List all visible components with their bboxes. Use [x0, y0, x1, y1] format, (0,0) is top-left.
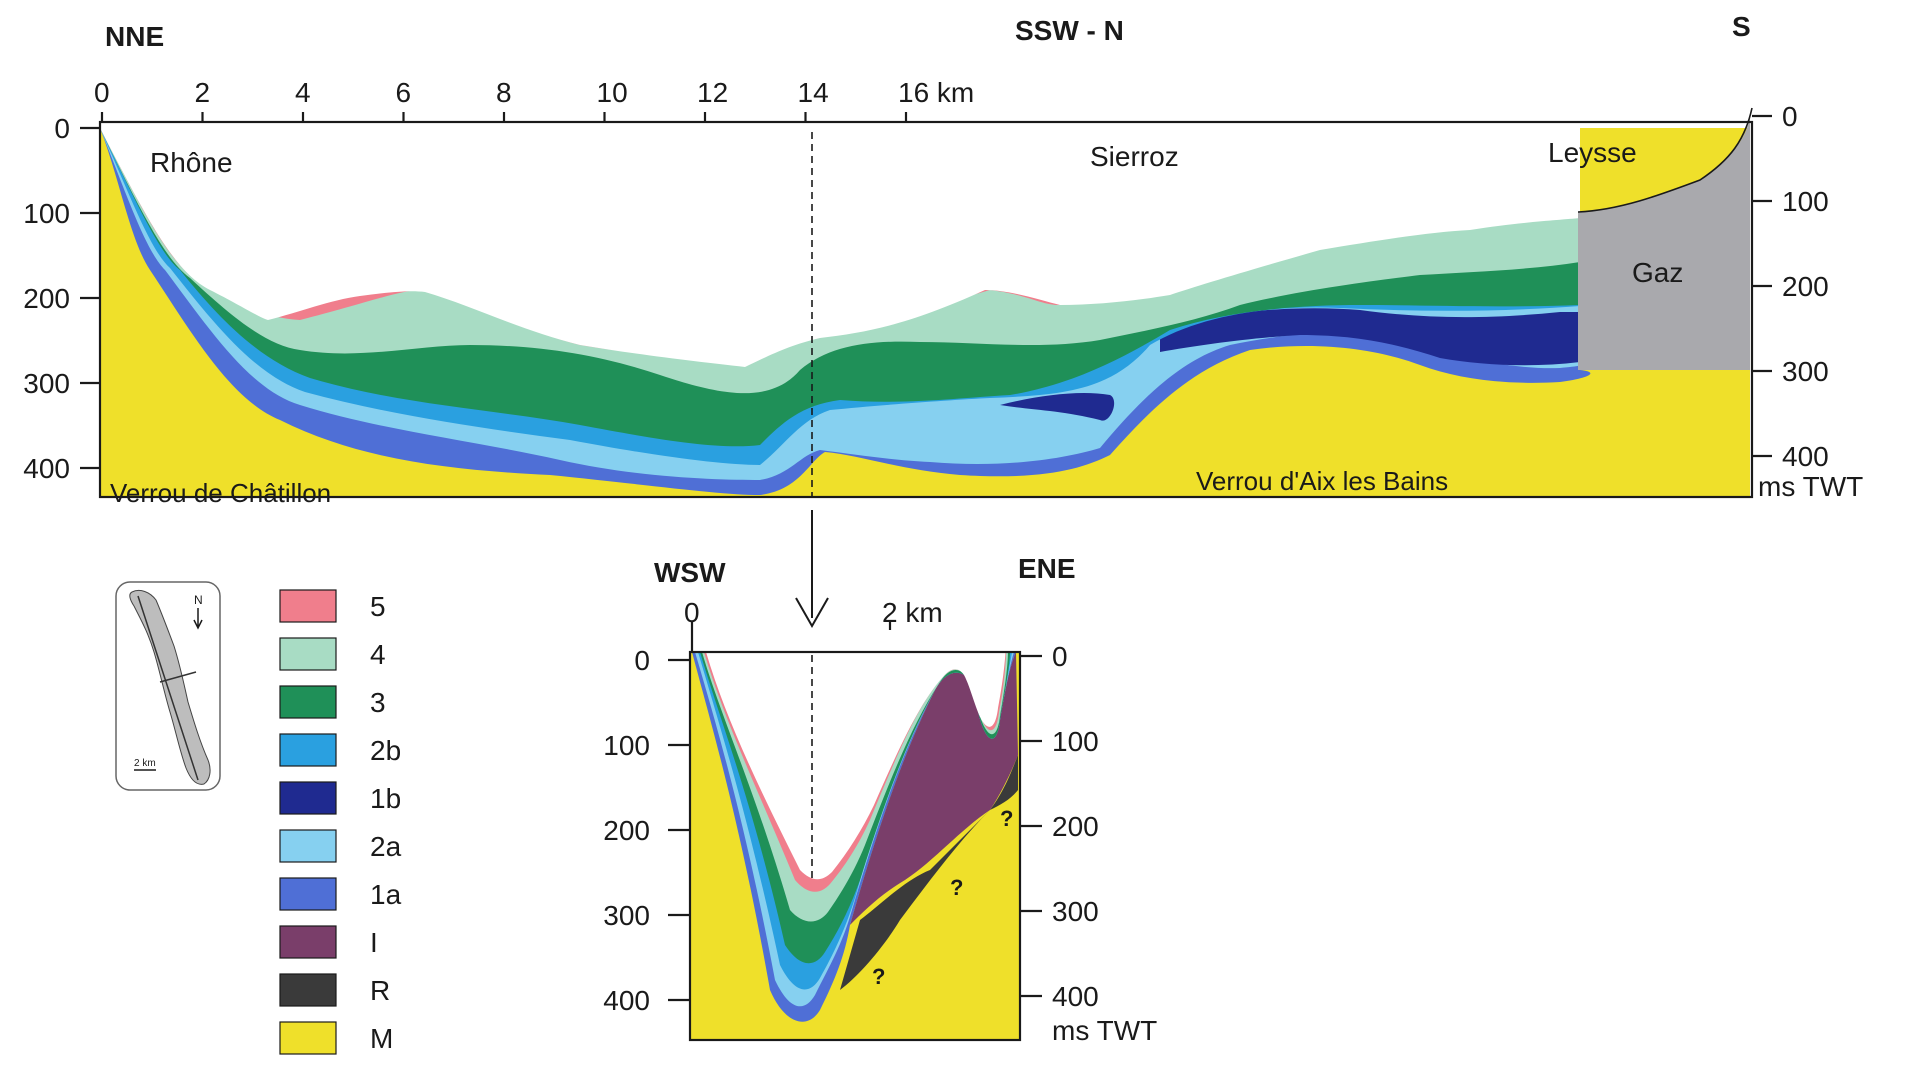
legend-swatch [279, 877, 337, 911]
cross-y-unit: ms TWT [1052, 1015, 1157, 1046]
main-y-tick-right: 0 [1782, 101, 1798, 132]
main-y-tick-right: 400 [1782, 441, 1829, 472]
cross-y-tick-left: 200 [603, 815, 650, 846]
question-mark-1: ? [1000, 806, 1013, 831]
label-rhone: Rhône [150, 147, 233, 178]
legend-label: 5 [370, 591, 386, 622]
direction-wsw: WSW [654, 557, 726, 588]
main-y-tick-left: 100 [23, 198, 70, 229]
legend-swatch [279, 781, 337, 815]
direction-s: S [1732, 11, 1751, 42]
question-mark-2: ? [950, 875, 963, 900]
main-y-tick-left: 400 [23, 453, 70, 484]
unit-1b-main [1000, 308, 1580, 421]
lake-water-cross [690, 645, 1006, 880]
cross-y-tick-left: 0 [634, 645, 650, 676]
legend-swatch [279, 733, 337, 767]
main-x-tick: 10 [597, 77, 628, 108]
cross-y-tick-right: 200 [1052, 811, 1099, 842]
main-x-tick: 0 [94, 77, 110, 108]
direction-ssw-n: SSW - N [1015, 15, 1124, 46]
cross-y-tick-left: 400 [603, 985, 650, 1016]
main-x-axis: 0 2 4 6 8 10 12 14 16 km [94, 77, 974, 122]
legend-swatch [279, 973, 337, 1007]
legend-label: I [370, 927, 378, 958]
label-verrou-aix: Verrou d'Aix les Bains [1196, 466, 1448, 496]
legend-label: M [370, 1023, 393, 1054]
legend-label: 1a [370, 879, 402, 910]
main-y-unit: ms TWT [1758, 471, 1863, 502]
cross-y-tick-right: 400 [1052, 981, 1099, 1012]
scale-label: 2 km [134, 758, 156, 769]
label-leysse: Leysse [1548, 137, 1637, 168]
legend-swatch [279, 637, 337, 671]
cross-section: ? ? ? 0 2 km 0 100 200 300 400 0 100 200 300 400 W… [603, 553, 1157, 1046]
direction-nne: NNE [105, 21, 164, 52]
cross-y-tick-right: 0 [1052, 641, 1068, 672]
cross-y-tick-left: 100 [603, 730, 650, 761]
cross-x-tick: 2 km [882, 597, 943, 628]
main-x-tick: 2 [195, 77, 211, 108]
lake-outline-icon [129, 589, 211, 785]
main-section-frame [98, 120, 1754, 499]
cross-y-tick-right: 100 [1052, 726, 1099, 757]
main-y-tick-right: 100 [1782, 186, 1829, 217]
cross-section-frame [688, 650, 1022, 1042]
main-y-axis: 0 100 200 300 400 0 100 200 300 400 [23, 101, 1828, 484]
main-y-tick-left: 300 [23, 368, 70, 399]
cross-y-tick-left: 300 [603, 900, 650, 931]
terrain-profile [1577, 107, 1753, 213]
legend-label: 2a [370, 831, 402, 862]
legend-swatch [279, 925, 337, 959]
main-y-tick-right: 300 [1782, 356, 1829, 387]
main-y-tick-left: 0 [54, 113, 70, 144]
legend-swatch [279, 589, 337, 623]
main-y-tick-left: 200 [23, 283, 70, 314]
label-gaz: Gaz [1632, 257, 1683, 288]
main-x-tick: 4 [295, 77, 311, 108]
unit-i-cross [850, 652, 1018, 925]
legend-label: 3 [370, 687, 386, 718]
cross-x-axis: 0 2 km [684, 597, 943, 652]
unit-r-cross [840, 755, 1018, 990]
main-x-tick: 16 km [898, 77, 974, 108]
legend-swatch [279, 829, 337, 863]
legend-label: 2b [370, 735, 401, 766]
section-arrow [795, 510, 829, 629]
label-verrou-chatillon: Verrou de Châtillon [110, 478, 331, 508]
cross-x-tick: 0 [684, 597, 700, 628]
label-sierroz: Sierroz [1090, 141, 1179, 172]
cross-y-axis: 0 100 200 300 400 0 100 200 300 400 [603, 641, 1098, 1016]
question-mark-3: ? [872, 964, 885, 989]
main-section: 0 2 4 6 8 10 12 14 16 km 0 100 200 300 400 0 100 200 300… [23, 11, 1863, 508]
legend-label: 1b [370, 783, 401, 814]
legend-label: 4 [370, 639, 386, 670]
north-label: N [194, 593, 203, 607]
legend-swatch [279, 1021, 337, 1055]
north-arrow-icon [193, 608, 203, 630]
legend-swatch [279, 685, 337, 719]
main-x-tick: 14 [798, 77, 829, 108]
main-y-tick-right: 200 [1782, 271, 1829, 302]
legend-label: R [370, 975, 390, 1006]
main-x-tick: 8 [496, 77, 512, 108]
lake-water-main [100, 128, 1580, 367]
gaz-zone [1578, 118, 1750, 370]
main-x-tick: 12 [697, 77, 728, 108]
direction-ene: ENE [1018, 553, 1076, 584]
main-x-tick: 6 [396, 77, 412, 108]
cross-y-tick-right: 300 [1052, 896, 1099, 927]
inset-map: N 2 km [115, 581, 221, 791]
